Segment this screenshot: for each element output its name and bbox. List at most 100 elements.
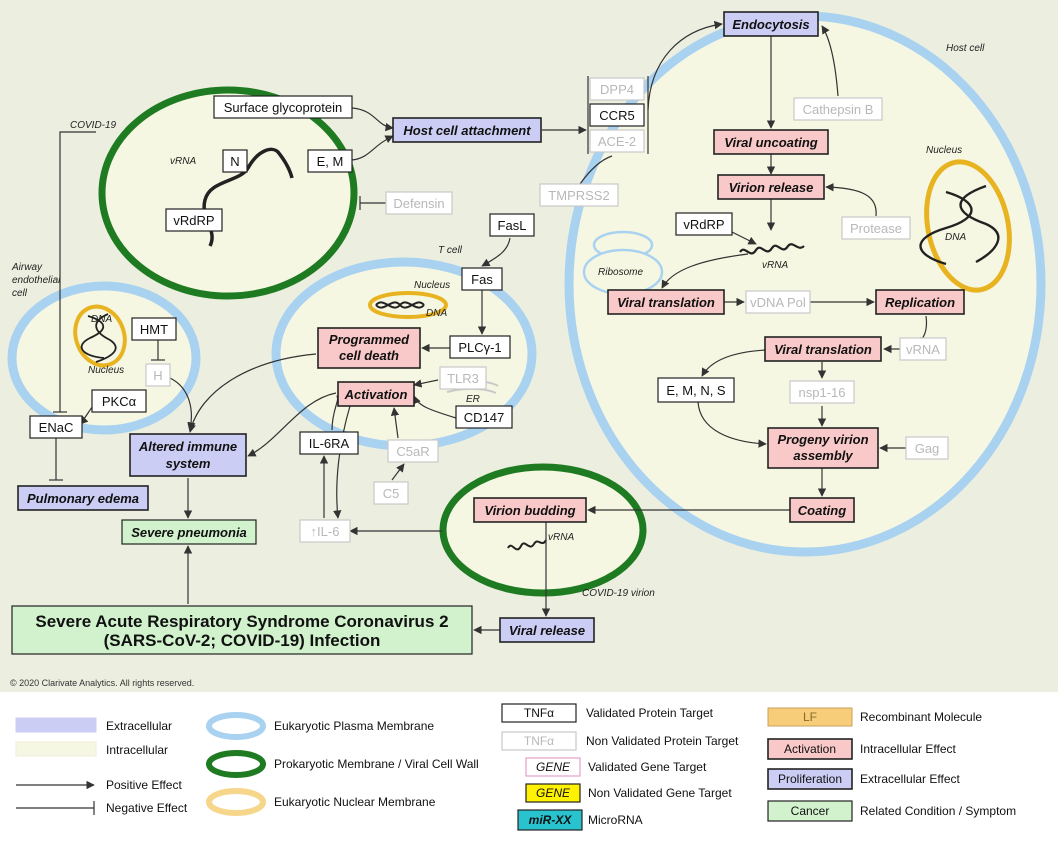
legend-gene-yellow-swatch (525, 783, 581, 803)
host-cell-attachment-box (392, 117, 542, 143)
defensin-box (385, 191, 453, 215)
airway-label-1: Airway (11, 262, 43, 273)
severe-pneumonia-box (121, 519, 257, 545)
protease-box (841, 216, 911, 240)
fas-box (461, 267, 503, 291)
t-cell-label: T cell (438, 245, 463, 256)
legend-intracellular-swatch (15, 741, 97, 757)
pkca-label: PKCα (102, 394, 137, 409)
severe-pneumonia-label: Severe pneumonia (131, 525, 247, 540)
cathepsin-b-box (793, 97, 883, 121)
host-nucleus-label: Nucleus (926, 145, 962, 156)
legend-tnf-gray-swatch (501, 731, 577, 751)
cathepsin-b-label: Cathepsin B (803, 102, 874, 117)
legend-tnf-sample: TNFα (524, 706, 554, 720)
emns-label: E, M, N, S (666, 383, 726, 398)
enac-label: ENaC (39, 420, 74, 435)
viral-release-label: Viral release (509, 623, 585, 638)
endocytosis-label: Endocytosis (732, 17, 809, 32)
legend-intracellular-effect-label: Intracellular Effect (860, 742, 956, 756)
replication-box (875, 289, 965, 315)
c5ar-label: C5aR (396, 444, 429, 459)
viral-translation-2-box (764, 336, 882, 362)
receptor-bracket (587, 76, 649, 154)
tlr3-box (439, 366, 487, 390)
legend-gene-yellow-sample: GENE (536, 786, 571, 800)
airway-nucleus-membrane (73, 304, 127, 368)
copyright-text: © 2020 Clarivate Analytics. All rights r… (10, 678, 194, 688)
covid19-label: COVID-19 (70, 120, 117, 131)
em-box (307, 149, 353, 173)
legend-cancer-sample: Cancer (791, 804, 830, 818)
airway-label-2: endothelial (12, 275, 61, 286)
vdna-pol-label: vDNA Pol (750, 295, 806, 310)
legend-non-validated-gene-label: Non Validated Gene Target (588, 786, 732, 800)
edge-em-to-attachment (351, 135, 394, 161)
c5-box (373, 481, 409, 505)
legend-nuclear-swatch (206, 788, 266, 816)
legend-prokaryotic-swatch (206, 750, 266, 778)
progeny-box (767, 427, 879, 469)
pcd-label-1: Programmed (329, 332, 410, 347)
surface-glycoprotein-label: Surface glycoprotein (224, 100, 343, 115)
virion-release-label: Virion release (729, 180, 814, 195)
virion-rna-icon (202, 147, 294, 247)
legend-gene-swatch (525, 757, 581, 777)
edge-tmprss2 (579, 155, 613, 185)
vrdrp-host-box (675, 212, 733, 236)
legend-plasma-swatch (206, 712, 266, 740)
vdna-pol-box (745, 290, 811, 314)
ccr5-box (589, 103, 645, 127)
fasl-label: FasL (498, 218, 527, 233)
emns-box (657, 377, 735, 403)
legend-non-validated-protein-label: Non Validated Protein Target (586, 734, 739, 748)
edge-tlr3-to-activation (413, 379, 439, 388)
plcy1-box (449, 335, 511, 359)
enac-box (29, 415, 83, 439)
pcd-label-2: cell death (339, 348, 399, 363)
vrdrp-virion-label: vRdRP (173, 213, 214, 228)
vrna-node-box (899, 337, 947, 361)
edge-covid-inhibits-enac (59, 131, 96, 412)
t-nucleus-label: Nucleus (414, 280, 450, 291)
ace2-box (589, 129, 645, 153)
airway-dna-label: DNA (91, 314, 112, 325)
legend: Extracellular Intracellular Positive Eff… (15, 703, 1016, 831)
il6ra-box (299, 431, 359, 455)
edge-h-to-ais (169, 377, 196, 431)
dpp4-box (589, 77, 645, 101)
edge-cathepsin-to-endocytosis (821, 25, 839, 97)
il6-label: ↑IL-6 (311, 524, 340, 539)
tlr3-label: TLR3 (447, 371, 479, 386)
legend-related-condition-label: Related Condition / Symptom (860, 804, 1016, 818)
edge-emns-to-progeny (697, 401, 767, 448)
ais-label-2: system (166, 456, 211, 471)
edge-fasl-to-fas (481, 237, 511, 267)
legend-extracellular-label: Extracellular (106, 719, 172, 733)
em-label: E, M (317, 154, 344, 169)
cd147-label: CD147 (464, 410, 504, 425)
host-cell-label: Host cell (946, 43, 985, 54)
viral-translation-1-label: Viral translation (617, 295, 715, 310)
surface-glycoprotein-box (213, 95, 353, 119)
plcy1-label: PLCγ-1 (458, 340, 501, 355)
legend-positive-label: Positive Effect (106, 778, 182, 792)
legend-mir-swatch (517, 809, 583, 831)
legend-activation-swatch (767, 738, 853, 760)
t-dna-icon (375, 301, 425, 309)
airway-nucleus-label: Nucleus (88, 365, 124, 376)
budding-vrna-label: vRNA (548, 532, 574, 543)
legend-tnf-swatch (501, 703, 577, 723)
legend-validated-gene-label: Validated Gene Target (588, 760, 707, 774)
t-nucleus-membrane (368, 291, 448, 319)
legend-nuclear-label: Eukaryotic Nuclear Membrane (274, 795, 436, 809)
er-label: ER (466, 394, 480, 405)
sars-infection-label-1: Severe Acute Respiratory Syndrome Corona… (35, 612, 448, 631)
legend-extracellular-effect-label: Extracellular Effect (860, 772, 960, 786)
pulmonary-edema-box (17, 485, 149, 511)
virion-budding-label: Virion budding (484, 503, 575, 518)
virion-release-box (717, 174, 825, 200)
n-box (222, 149, 248, 173)
legend-negative-label: Negative Effect (106, 801, 188, 815)
legend-gene-sample: GENE (536, 760, 571, 774)
